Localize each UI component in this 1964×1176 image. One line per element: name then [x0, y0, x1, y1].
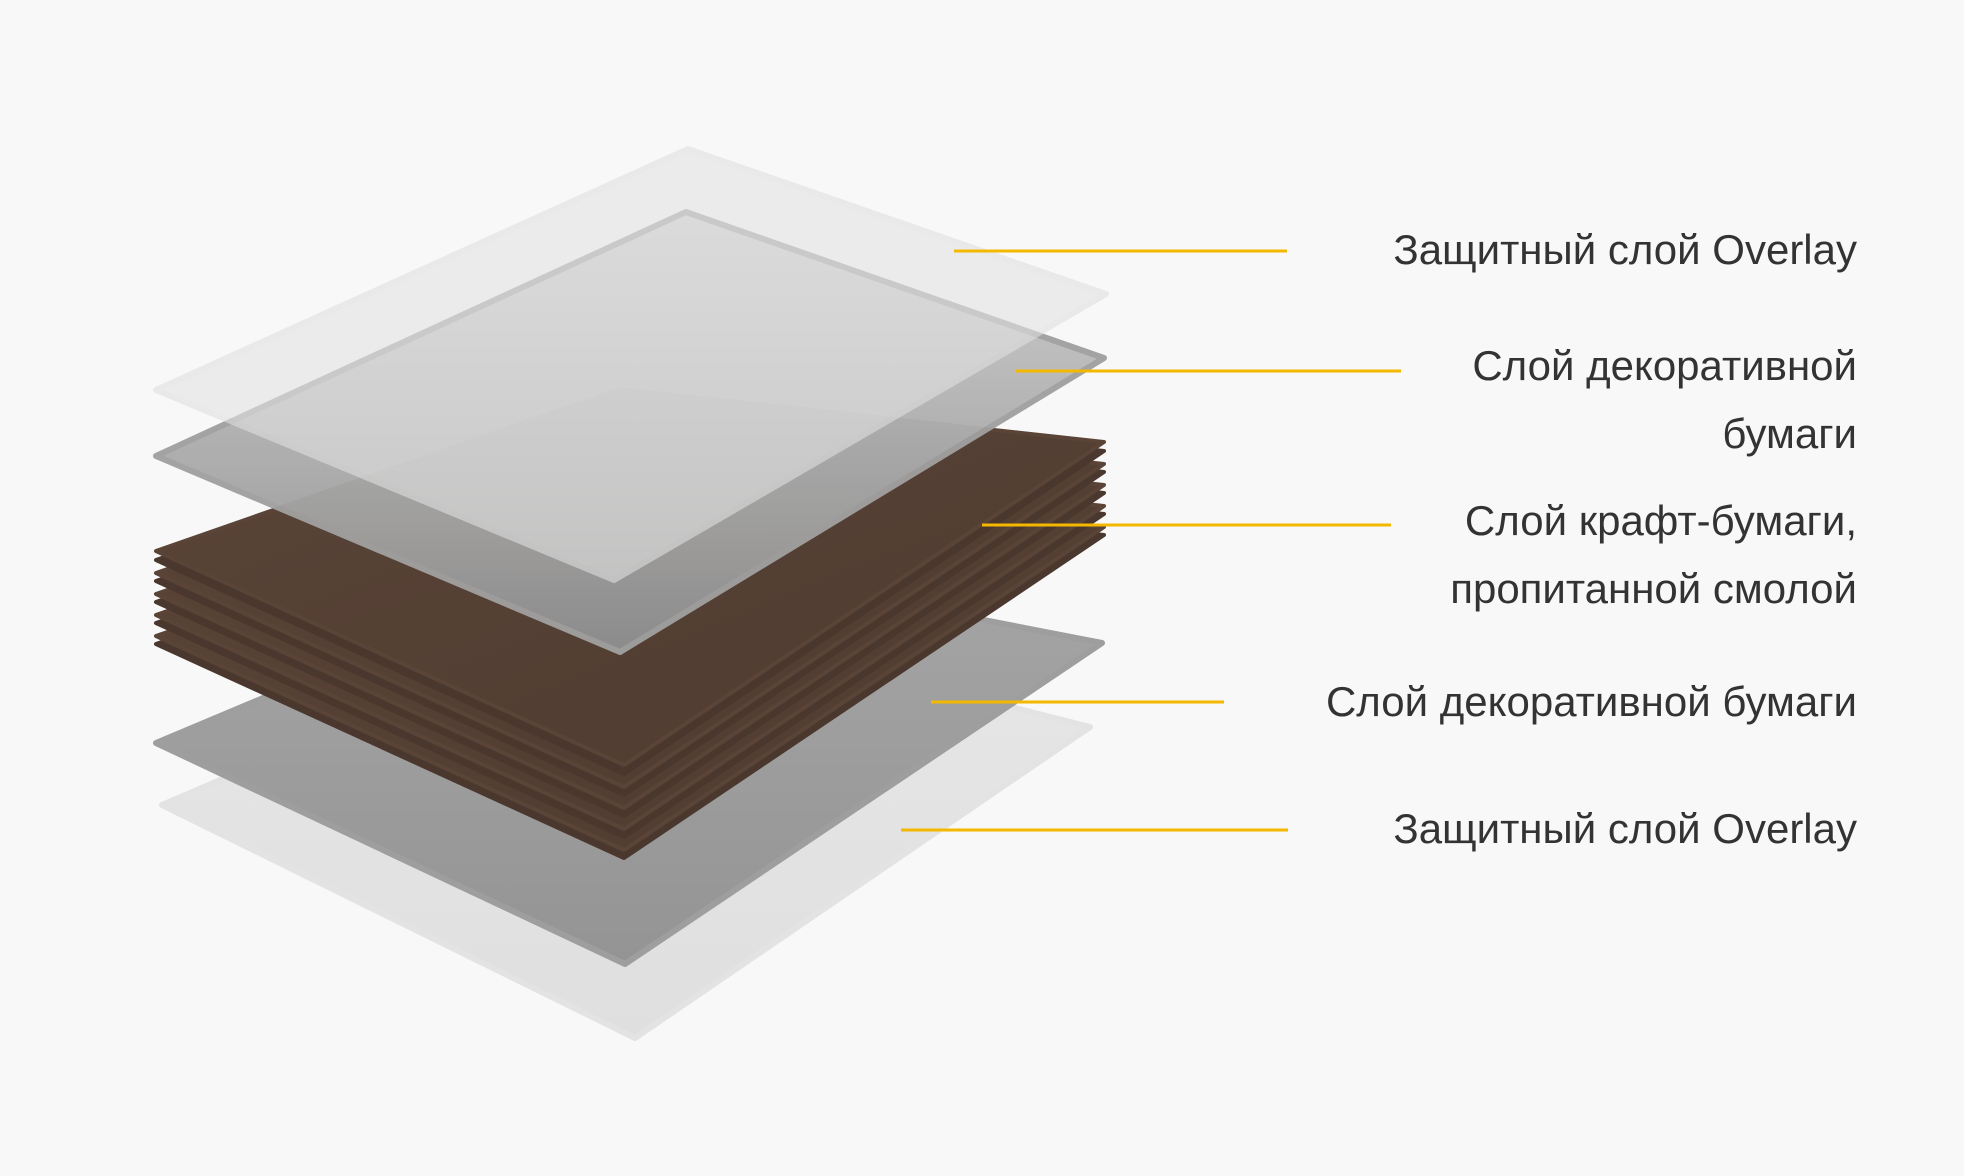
- label-kraft: Слой крафт-бумаги, пропитанной смолой: [1450, 487, 1857, 623]
- label-decor-top: Слой декоративной бумаги: [1472, 332, 1857, 468]
- overlay-top-sheet: [153, 146, 1109, 583]
- label-line: Защитный слой Overlay: [1393, 226, 1857, 273]
- label-overlay-bottom: Защитный слой Overlay: [1393, 795, 1857, 863]
- label-line: Слой декоративной бумаги: [1325, 678, 1857, 725]
- label-overlay-top: Защитный слой Overlay: [1393, 216, 1857, 284]
- label-line: Слой декоративной: [1472, 342, 1857, 389]
- label-decor-bottom: Слой декоративной бумаги: [1326, 668, 1857, 736]
- label-line: Слой крафт-бумаги,: [1464, 497, 1857, 544]
- label-line: Защитный слой Overlay: [1393, 805, 1857, 852]
- label-line: пропитанной смолой: [1450, 565, 1857, 612]
- label-line: бумаги: [1722, 410, 1857, 457]
